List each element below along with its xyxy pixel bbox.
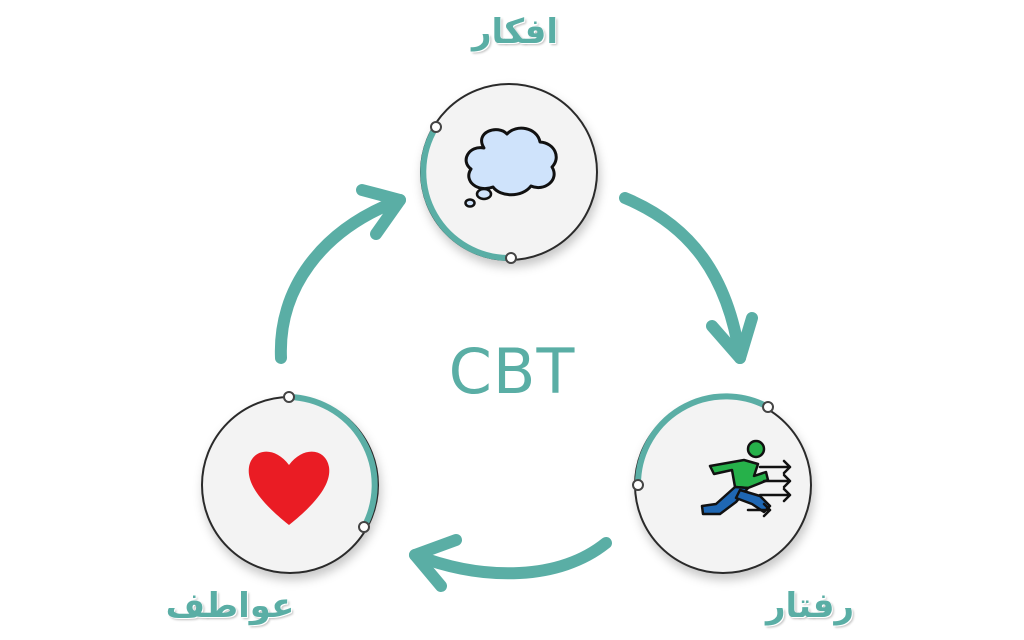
node-behavior-handle-left	[632, 479, 644, 491]
node-behavior-handle-top	[762, 401, 774, 413]
node-behavior-progress-arc	[634, 393, 770, 486]
running-person-icon	[700, 439, 792, 518]
node-emotions-handle-right	[358, 521, 370, 533]
node-emotions-progress-arc	[288, 394, 378, 529]
heart-icon	[248, 451, 330, 525]
arrow-thoughts-to-behavior	[619, 192, 758, 364]
node-emotions-handle-top	[283, 391, 295, 403]
label-emotions: عواطف	[165, 586, 295, 626]
center-label: CBT	[448, 335, 576, 408]
node-thoughts	[420, 83, 598, 264]
arrow-behavior-to-emotions	[409, 534, 612, 592]
thought-cloud-icon	[464, 126, 558, 208]
node-thoughts-progress-arc	[420, 125, 512, 262]
node-emotions	[201, 391, 379, 574]
label-thoughts: افکار	[471, 12, 559, 52]
node-behavior	[632, 393, 812, 574]
arrow-emotions-to-thoughts	[274, 184, 406, 364]
node-thoughts-handle-top	[430, 121, 442, 133]
node-thoughts-handle-bottom	[505, 252, 517, 264]
label-behavior: رفتار	[765, 586, 855, 626]
